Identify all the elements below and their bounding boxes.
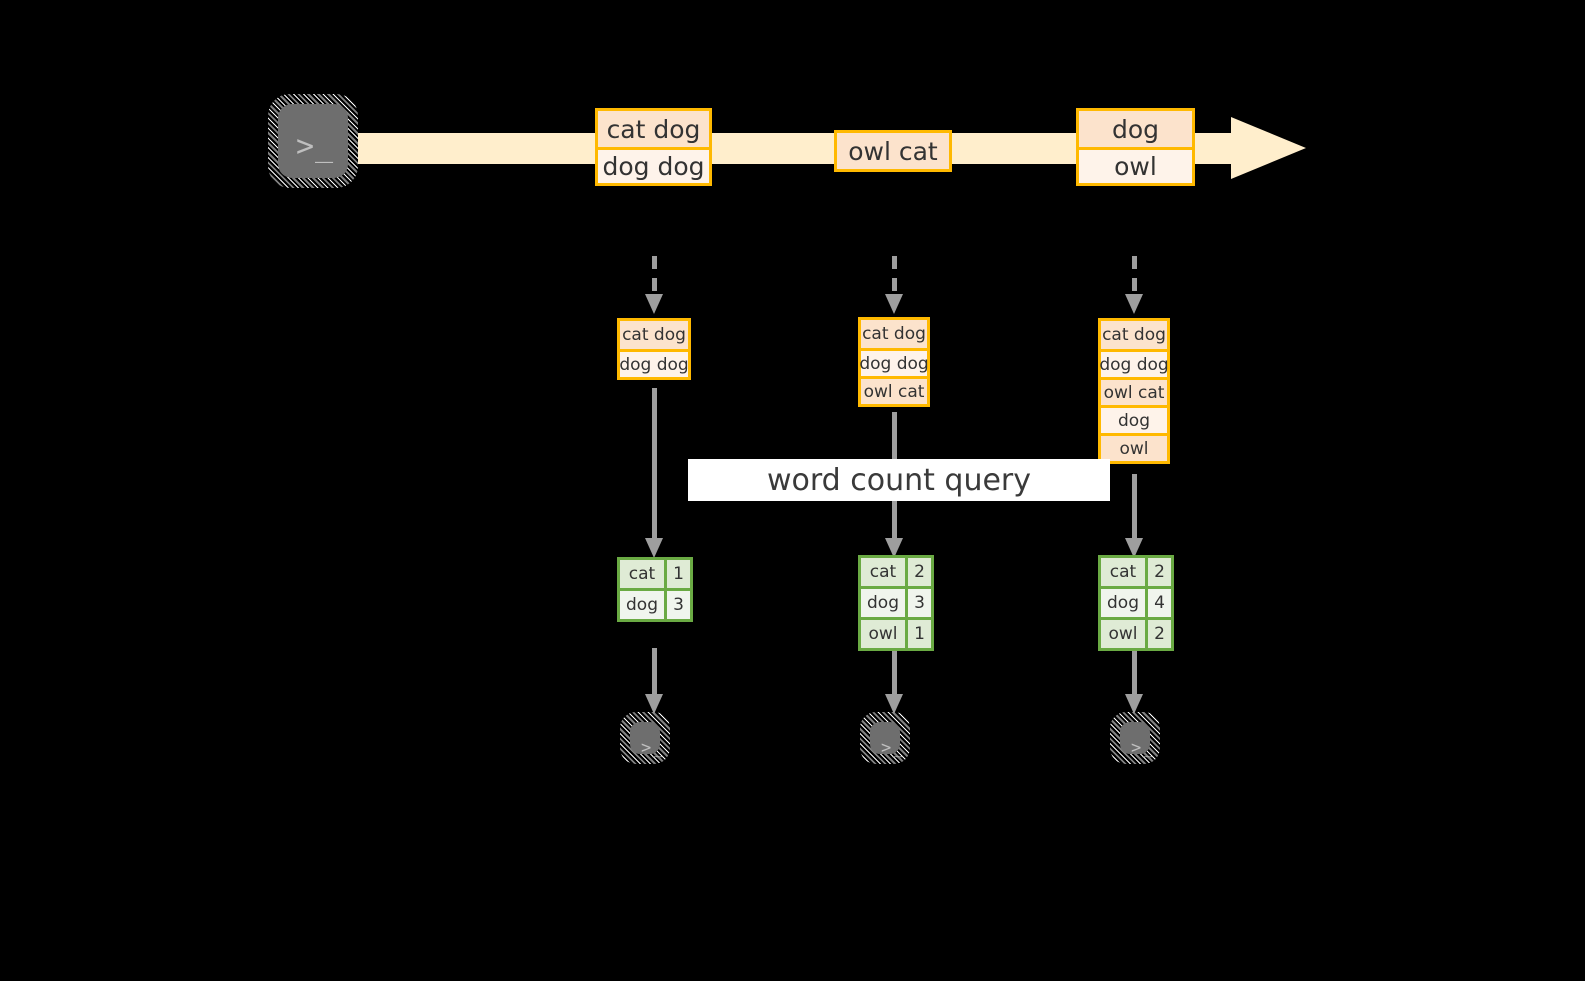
accumulated-row: cat dog bbox=[620, 321, 688, 349]
sink-terminal-icon-1: >_ bbox=[620, 712, 670, 764]
arrow-head bbox=[645, 694, 663, 714]
result-count: 1 bbox=[664, 560, 690, 588]
arrow-head bbox=[645, 294, 663, 314]
terminal-screen bbox=[278, 104, 348, 178]
accumulated-row: dog dog bbox=[859, 348, 929, 376]
result-row: dog 3 bbox=[861, 586, 931, 617]
result-count: 3 bbox=[905, 589, 931, 617]
result-row: cat 2 bbox=[861, 558, 931, 586]
terminal-prompt-glyph: >_ bbox=[641, 738, 664, 758]
source-terminal-icon: >_ bbox=[268, 94, 358, 188]
terminal-screen bbox=[870, 722, 900, 754]
result-word: cat bbox=[620, 560, 664, 588]
query-banner-label: word count query bbox=[766, 462, 1032, 498]
stream-event-1: cat dog dog dog bbox=[595, 108, 712, 186]
result-word: cat bbox=[1101, 558, 1145, 586]
accumulated-events-table-3: cat dog dog dog owl cat dog owl bbox=[1098, 318, 1170, 464]
event-line: owl cat bbox=[837, 133, 949, 169]
terminal-screen bbox=[630, 722, 660, 754]
result-table-1: cat 1 dog 3 bbox=[617, 557, 693, 622]
result-count: 2 bbox=[905, 558, 931, 586]
arrow-shaft bbox=[652, 648, 657, 696]
accumulated-row: owl cat bbox=[861, 376, 927, 404]
result-row: cat 1 bbox=[620, 560, 690, 588]
accumulated-row: dog dog bbox=[1099, 349, 1169, 377]
accumulated-row: owl bbox=[1101, 433, 1167, 461]
result-word: dog bbox=[1101, 589, 1145, 617]
result-row: owl 1 bbox=[861, 617, 931, 648]
terminal-prompt-glyph: >_ bbox=[296, 129, 335, 164]
sink-terminal-icon-3: >_ bbox=[1110, 712, 1160, 764]
accumulated-row: cat dog bbox=[1101, 321, 1167, 349]
arrow-head bbox=[645, 538, 663, 558]
arrow-shaft bbox=[1132, 648, 1137, 696]
result-word: owl bbox=[1101, 620, 1145, 648]
arrow-shaft bbox=[1132, 256, 1137, 296]
event-line: dog bbox=[1079, 111, 1192, 147]
arrow-head bbox=[1125, 294, 1143, 314]
terminal-prompt-glyph: >_ bbox=[881, 738, 904, 758]
result-word: dog bbox=[620, 591, 664, 619]
result-row: dog 4 bbox=[1101, 586, 1171, 617]
stream-event-2: owl cat bbox=[834, 130, 952, 172]
event-line: dog dog bbox=[598, 147, 709, 183]
result-word: owl bbox=[861, 620, 905, 648]
arrow-shaft bbox=[892, 648, 897, 696]
result-table-3: cat 2 dog 4 owl 2 bbox=[1098, 555, 1174, 651]
event-stream-arrow-head bbox=[1231, 117, 1306, 179]
arrow-head bbox=[885, 538, 903, 558]
result-count: 4 bbox=[1145, 589, 1171, 617]
result-count: 2 bbox=[1145, 558, 1171, 586]
accumulated-row: dog bbox=[1101, 405, 1167, 433]
arrow-head bbox=[885, 694, 903, 714]
result-word: dog bbox=[861, 589, 905, 617]
arrow-head bbox=[1125, 694, 1143, 714]
result-row: owl 2 bbox=[1101, 617, 1171, 648]
result-word: cat bbox=[861, 558, 905, 586]
accumulated-row: cat dog bbox=[861, 320, 927, 348]
accumulated-events-table-2: cat dog dog dog owl cat bbox=[858, 317, 930, 407]
result-count: 2 bbox=[1145, 620, 1171, 648]
result-count: 1 bbox=[905, 620, 931, 648]
accumulated-row: dog dog bbox=[619, 349, 689, 377]
event-line: cat dog bbox=[598, 111, 709, 147]
arrow-head bbox=[885, 294, 903, 314]
result-count: 3 bbox=[664, 591, 690, 619]
result-row: dog 3 bbox=[620, 588, 690, 619]
arrow-head bbox=[1125, 538, 1143, 558]
arrow-shaft bbox=[892, 256, 897, 296]
arrow-shaft bbox=[1132, 474, 1137, 540]
sink-terminal-icon-2: >_ bbox=[860, 712, 910, 764]
result-row: cat 2 bbox=[1101, 558, 1171, 586]
terminal-screen bbox=[1120, 722, 1150, 754]
stream-event-3: dog owl bbox=[1076, 108, 1195, 186]
arrow-shaft bbox=[652, 388, 657, 540]
query-banner: word count query bbox=[688, 459, 1110, 501]
arrow-shaft bbox=[652, 256, 657, 296]
terminal-prompt-glyph: >_ bbox=[1131, 738, 1154, 758]
event-line: owl bbox=[1079, 147, 1192, 183]
accumulated-events-table-1: cat dog dog dog bbox=[617, 318, 691, 380]
accumulated-row: owl cat bbox=[1101, 377, 1167, 405]
result-table-2: cat 2 dog 3 owl 1 bbox=[858, 555, 934, 651]
